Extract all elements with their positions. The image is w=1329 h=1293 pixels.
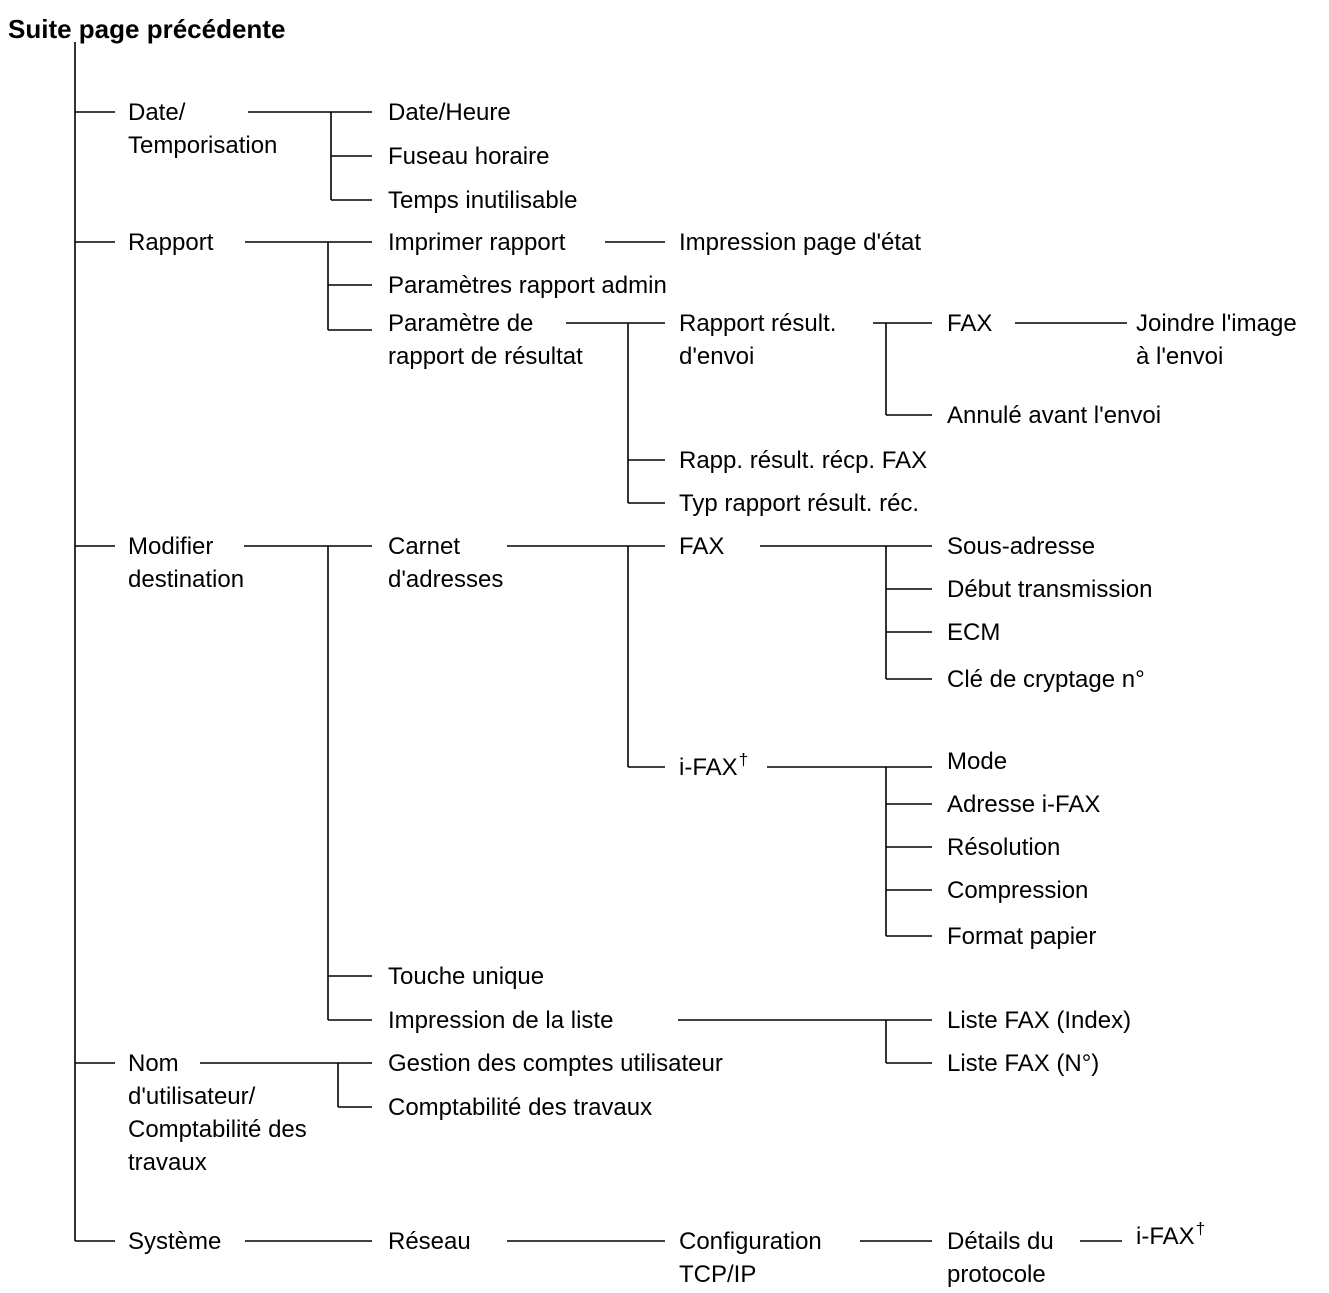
node-ifax-carnet-label: i-FAX	[679, 754, 738, 781]
node-ifax-protocole: i-FAX†	[1136, 1219, 1206, 1255]
node-systeme: Système	[128, 1228, 222, 1255]
node-details-protocole: Détails du protocole	[947, 1228, 1054, 1288]
node-fax-envoi: FAX	[947, 310, 993, 337]
node-liste-fax-no: Liste FAX (N°)	[947, 1050, 1100, 1077]
node-sous-adresse: Sous-adresse	[947, 533, 1096, 560]
node-carnet-adresses: Carnet d'adresses	[388, 533, 504, 593]
node-rapport-result-envoi: Rapport résult. d'envoi	[679, 310, 837, 370]
node-touche-unique: Touche unique	[388, 963, 545, 990]
node-debut-transmission: Début transmission	[947, 576, 1153, 603]
node-format-papier: Format papier	[947, 923, 1097, 950]
node-parametres-rapport-admin: Paramètres rapport admin	[388, 272, 667, 299]
page-title: Suite page précédente	[8, 14, 286, 44]
node-liste-fax-index: Liste FAX (Index)	[947, 1007, 1132, 1034]
node-temps-inutilisable: Temps inutilisable	[388, 187, 578, 214]
node-nom-utilisateur: Nom d'utilisateur/ Comptabilité des trav…	[128, 1050, 307, 1176]
node-joindre-image: Joindre l'image à l'envoi	[1136, 310, 1297, 370]
node-modifier-destination: Modifier destination	[128, 533, 245, 593]
node-fax-carnet: FAX	[679, 533, 725, 560]
node-annule-avant-envoi: Annulé avant l'envoi	[947, 402, 1162, 429]
node-impression-liste: Impression de la liste	[388, 1007, 614, 1034]
node-ecm: ECM	[947, 619, 1001, 646]
node-resolution: Résolution	[947, 834, 1061, 861]
node-comptabilite-travaux: Comptabilité des travaux	[388, 1094, 653, 1121]
node-adresse-ifax: Adresse i-FAX	[947, 791, 1101, 818]
node-fuseau-horaire: Fuseau horaire	[388, 143, 550, 170]
node-gestion-comptes: Gestion des comptes utilisateur	[388, 1050, 723, 1077]
node-date-heure: Date/Heure	[388, 99, 511, 126]
node-parametre-rapport-resultat: Paramètre de rapport de résultat	[388, 310, 583, 370]
node-imprimer-rapport: Imprimer rapport	[388, 229, 566, 256]
node-typ-rapport-result-rec: Typ rapport résult. réc.	[679, 490, 920, 517]
node-reseau: Réseau	[388, 1228, 471, 1255]
node-ifax-carnet: i-FAX†	[679, 750, 749, 786]
node-cle-cryptage: Clé de cryptage n°	[947, 666, 1145, 693]
node-date-temporisation: Date/ Temporisation	[128, 99, 278, 159]
dagger-footnote-mark: †	[738, 750, 749, 769]
node-rapp-result-recp-fax: Rapp. résult. récp. FAX	[679, 447, 928, 474]
node-rapport: Rapport	[128, 229, 214, 256]
node-impression-page-etat: Impression page d'état	[679, 229, 922, 256]
node-compression: Compression	[947, 877, 1089, 904]
dagger-footnote-mark: †	[1195, 1219, 1206, 1238]
node-mode: Mode	[947, 748, 1008, 775]
node-configuration-tcpip: Configuration TCP/IP	[679, 1228, 822, 1288]
node-ifax-protocole-label: i-FAX	[1136, 1223, 1195, 1250]
